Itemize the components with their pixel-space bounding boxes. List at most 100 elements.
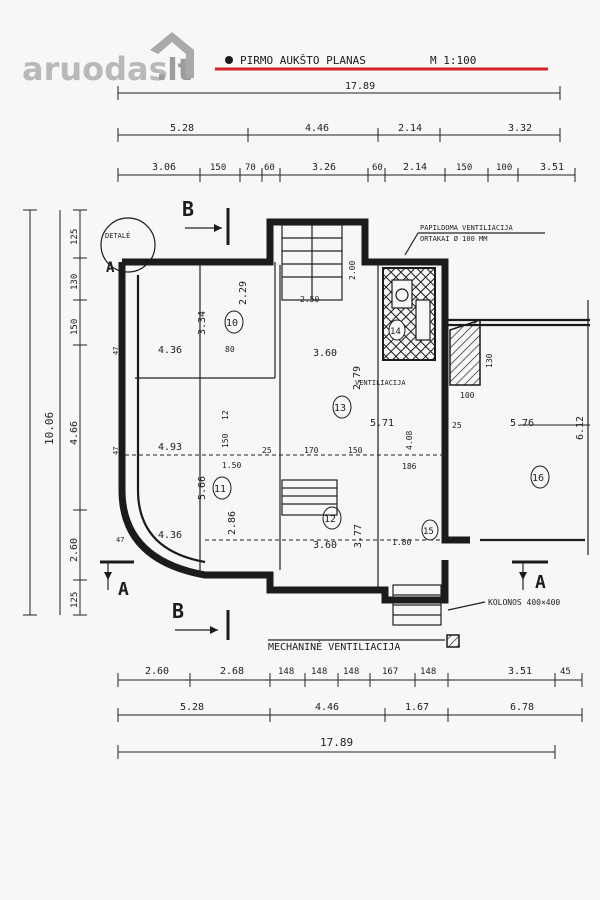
dim-bot1-4: 148 (311, 667, 327, 677)
title-bullet-icon (225, 56, 233, 64)
room-13-width: 3.60 (313, 348, 337, 359)
room-14-number: 14 (390, 327, 401, 337)
room-11-width: 4.93 (158, 442, 182, 453)
interior-dim-150: 150 (221, 433, 230, 448)
room-13-height: 2.79 (352, 366, 363, 390)
title-text: PIRMO AUKŠTO PLANAS (240, 54, 366, 67)
room-15-number: 15 (423, 527, 434, 537)
dim-bot1-6: 167 (382, 667, 398, 677)
dim-overall-top: 17.89 (345, 81, 375, 92)
title-scale: M 1:100 (430, 54, 476, 67)
section-a-left: A (118, 579, 129, 600)
house-roof-icon (150, 32, 194, 78)
left-dimensions: 10.06 125 130 150 4.66 2.60 125 (23, 209, 87, 616)
section-b-bottom: B (172, 599, 184, 623)
room-11: 11 4.93 5.66 2.86 (158, 442, 238, 535)
toilet-icon (395, 288, 409, 302)
right-annex: 6.12 (445, 300, 590, 555)
vent-duct-label: ORTAKAI Ø 100 MM (420, 235, 487, 243)
room-12-length: 3.77 (353, 524, 364, 548)
detail-mark: A (106, 260, 115, 276)
room-10: 10 4.36 3.34 2.29 (158, 281, 249, 356)
room-markers: 10 4.36 3.34 2.29 11 4.93 5.66 2.86 12 3… (158, 281, 550, 551)
room-12-number: 12 (324, 514, 336, 525)
room-12: 12 3.60 3.77 (313, 506, 364, 551)
dim-overall-bottom: 17.89 (320, 736, 353, 749)
room-16-number: 16 (532, 473, 544, 484)
dim-top2-5: 3.26 (312, 162, 336, 173)
dim-top2-10: 3.51 (540, 162, 564, 173)
dim-top2-1: 3.06 (152, 162, 176, 173)
detail-label: DETALĖ (105, 231, 130, 240)
interior-dim-25a: 25 (262, 446, 272, 455)
dim-top2-2: 150 (210, 163, 226, 173)
dim-left-1: 125 (70, 229, 80, 245)
section-b-top: B (182, 197, 194, 221)
dim-bot1-2: 2.68 (220, 666, 244, 677)
dim-top2-9: 100 (496, 163, 512, 173)
detail-callout: DETALĖ A (100, 217, 156, 276)
dim-top2-4: 60 (264, 163, 275, 173)
interior-dim-25b: 25 (452, 421, 462, 430)
dim-bot1-3: 148 (278, 667, 294, 677)
dim-top2-3: 70 (245, 163, 256, 173)
plan-title: PIRMO AUKŠTO PLANAS M 1:100 (215, 54, 548, 71)
room-10-number: 10 (226, 318, 238, 329)
interior-dim-47c: 47 (116, 536, 124, 544)
room-11-height: 2.86 (227, 511, 238, 535)
room-13-length: 5.71 (370, 418, 394, 429)
mech-vent-label: MECHANINĖ VENTILIACIJA (268, 640, 400, 653)
room-12-width: 3.60 (313, 540, 337, 551)
interior-dim-150b: 150 (348, 446, 363, 455)
dim-left-4: 4.66 (69, 421, 80, 445)
room-13: 13 3.60 5.71 2.79 (313, 348, 394, 429)
dim-top2-6: 60 (372, 163, 383, 173)
interior-dim-12: 12 (221, 410, 230, 420)
dim-bot2-4: 6.78 (510, 702, 534, 713)
interior-dim-4-08: 4.08 (405, 431, 414, 450)
dim-bot1-9: 45 (560, 667, 571, 677)
room-10-width: 4.36 (158, 345, 182, 356)
stair-length: 2.00 (348, 261, 357, 280)
dim-top-3: 2.14 (398, 123, 422, 134)
room-16-width: 5.76 (510, 418, 534, 429)
dim-top-4: 3.32 (508, 123, 532, 134)
room-13-number: 13 (334, 403, 346, 414)
interior-dim-100: 100 (460, 391, 475, 400)
chimney-block (449, 318, 481, 386)
dim-bot1-5: 148 (343, 667, 359, 677)
room-16: 16 5.76 (510, 418, 550, 489)
room-14: 14 (388, 319, 406, 341)
interior-dim-130: 130 (485, 353, 494, 368)
ventilation-label: VENTILIACIJA (355, 379, 406, 387)
room-11-number: 11 (214, 484, 226, 495)
interior-dim-47a: 47 (112, 347, 120, 355)
extra-vent-label: PAPILDOMA VENTILIACIJA (420, 224, 514, 232)
dim-left-2: 130 (70, 274, 80, 290)
dim-left-3: 150 (70, 319, 80, 335)
dim-top-2: 4.46 (305, 123, 329, 134)
building-walls (118, 218, 470, 604)
staircase: 2.50 2.00 (281, 224, 357, 304)
room-11-length: 5.66 (197, 476, 208, 500)
room-15: 15 (421, 519, 439, 541)
section-markers: B B A A (100, 197, 548, 640)
watermark-brand: aruodas (22, 50, 168, 88)
interior-dim-186: 186 (402, 462, 417, 471)
interior-dim-1-80: 1.80 (392, 538, 411, 547)
lower-stairs (281, 479, 442, 626)
dim-top-1: 5.28 (170, 123, 194, 134)
dim-bot2-3: 1.67 (405, 702, 429, 713)
dim-bot1-8: 3.51 (508, 666, 532, 677)
top-dimensions: 17.89 5.28 4.46 2.14 3.32 3.06 150 70 60… (117, 81, 576, 182)
bottom-dimensions: 2.60 2.68 148 148 148 167 148 3.51 45 5.… (117, 666, 583, 759)
dim-bot2-1: 5.28 (180, 702, 204, 713)
stair-width: 2.50 (300, 295, 319, 304)
dim-left-5: 2.60 (69, 538, 80, 562)
interior-dim-1-50: 1.50 (222, 461, 241, 470)
section-a-right: A (535, 572, 546, 593)
dim-left-6: 125 (70, 592, 80, 608)
dim-bot2-2: 4.46 (315, 702, 339, 713)
room-10-height: 2.29 (238, 281, 249, 305)
